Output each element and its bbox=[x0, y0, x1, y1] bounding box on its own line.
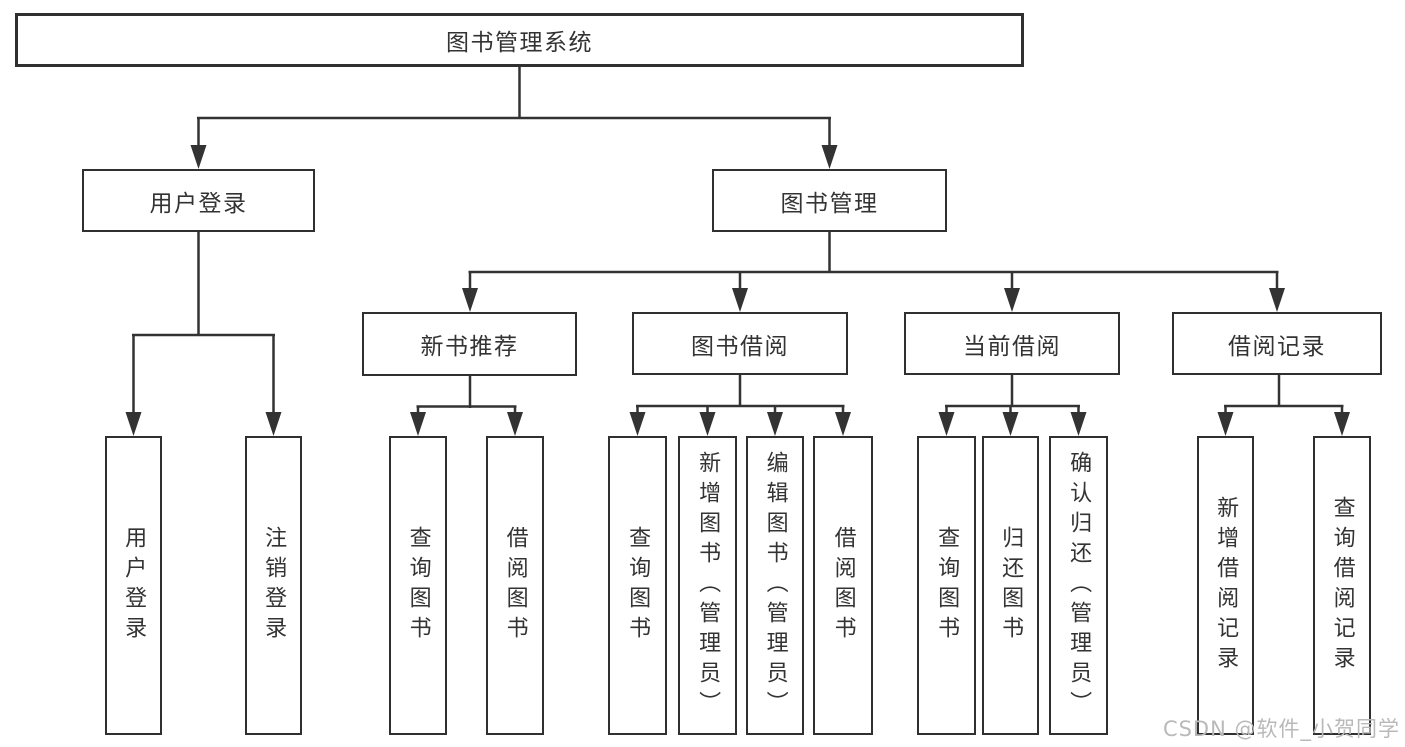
csdn-watermark: CSDN @软件_小贺同学 bbox=[1162, 717, 1400, 741]
leaf-logout: 注销登录 bbox=[245, 436, 302, 735]
leaf-records-add-record-label: 新增借阅记录 bbox=[1213, 495, 1239, 676]
leaf-borrow-borrow-book: 借阅图书 bbox=[813, 436, 873, 735]
leaf-user-login-label: 用户登录 bbox=[121, 525, 147, 646]
leaf-newrec-borrow-book-label: 借阅图书 bbox=[502, 525, 528, 646]
leaf-records-query-record: 查询借阅记录 bbox=[1313, 436, 1371, 735]
node-borrow-records-label: 借阅记录 bbox=[1228, 333, 1326, 360]
leaf-current-return-book: 归还图书 bbox=[982, 436, 1039, 735]
leaf-records-add-record: 新增借阅记录 bbox=[1197, 436, 1254, 735]
leaf-records-query-record-label: 查询借阅记录 bbox=[1329, 495, 1355, 676]
node-book-borrow: 图书借阅 bbox=[632, 312, 848, 375]
node-book-management-label: 图书管理 bbox=[780, 190, 879, 217]
leaf-current-confirm-return-label: 确认归还（管理员） bbox=[1066, 450, 1092, 721]
leaf-borrow-query-book: 查询图书 bbox=[608, 436, 667, 735]
node-user-login: 用户登录 bbox=[82, 169, 315, 232]
leaf-current-confirm-return: 确认归还（管理员） bbox=[1049, 436, 1108, 735]
leaf-borrow-edit-book-label: 编辑图书（管理员） bbox=[762, 450, 788, 721]
node-root: 图书管理系统 bbox=[15, 13, 1024, 67]
node-root-label: 图书管理系统 bbox=[446, 30, 593, 56]
leaf-borrow-query-book-label: 查询图书 bbox=[625, 525, 651, 646]
node-borrow-records: 借阅记录 bbox=[1172, 312, 1382, 375]
node-book-borrow-label: 图书借阅 bbox=[691, 333, 789, 360]
leaf-newrec-query-book-label: 查询图书 bbox=[405, 525, 431, 646]
leaf-newrec-borrow-book: 借阅图书 bbox=[486, 436, 544, 735]
leaf-user-login: 用户登录 bbox=[105, 436, 162, 735]
leaf-newrec-query-book: 查询图书 bbox=[389, 436, 447, 735]
node-new-book-recommend: 新书推荐 bbox=[362, 312, 577, 376]
leaf-current-return-book-label: 归还图书 bbox=[998, 525, 1024, 646]
leaf-current-query-book: 查询图书 bbox=[917, 436, 976, 735]
leaf-borrow-add-book-label: 新增图书（管理员） bbox=[695, 450, 721, 721]
node-current-borrow: 当前借阅 bbox=[904, 312, 1120, 375]
node-user-login-label: 用户登录 bbox=[149, 190, 248, 217]
leaf-current-query-book-label: 查询图书 bbox=[934, 525, 960, 646]
leaf-borrow-edit-book: 编辑图书（管理员） bbox=[746, 436, 804, 735]
leaf-borrow-borrow-book-label: 借阅图书 bbox=[830, 525, 856, 646]
node-new-book-recommend-label: 新书推荐 bbox=[420, 334, 519, 360]
leaf-logout-label: 注销登录 bbox=[261, 525, 287, 646]
leaf-borrow-add-book: 新增图书（管理员） bbox=[678, 436, 737, 735]
node-current-borrow-label: 当前借阅 bbox=[963, 333, 1061, 360]
node-book-management: 图书管理 bbox=[712, 169, 947, 232]
